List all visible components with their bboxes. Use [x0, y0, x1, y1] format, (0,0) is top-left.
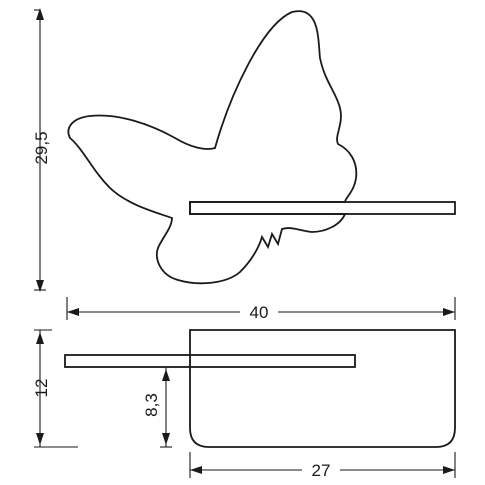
shelf-height-dimension: [160, 367, 172, 448]
front-shelf-board: [189, 201, 456, 215]
height-dimension-front: [34, 8, 46, 292]
side-body-outline: [189, 329, 456, 448]
depth-dimension: [189, 452, 456, 478]
height-label-side: 12: [32, 379, 51, 398]
side-shelf-board: [64, 354, 356, 368]
depth-label: 27: [312, 461, 331, 480]
height-label-front: 29,5: [32, 131, 51, 164]
width-label-front: 40: [250, 303, 269, 322]
shelf-height-label: 8,3: [142, 393, 161, 417]
width-dimension-front: [66, 297, 456, 320]
butterfly-outline: [67, 10, 358, 285]
height-dimension-side: [34, 329, 78, 448]
